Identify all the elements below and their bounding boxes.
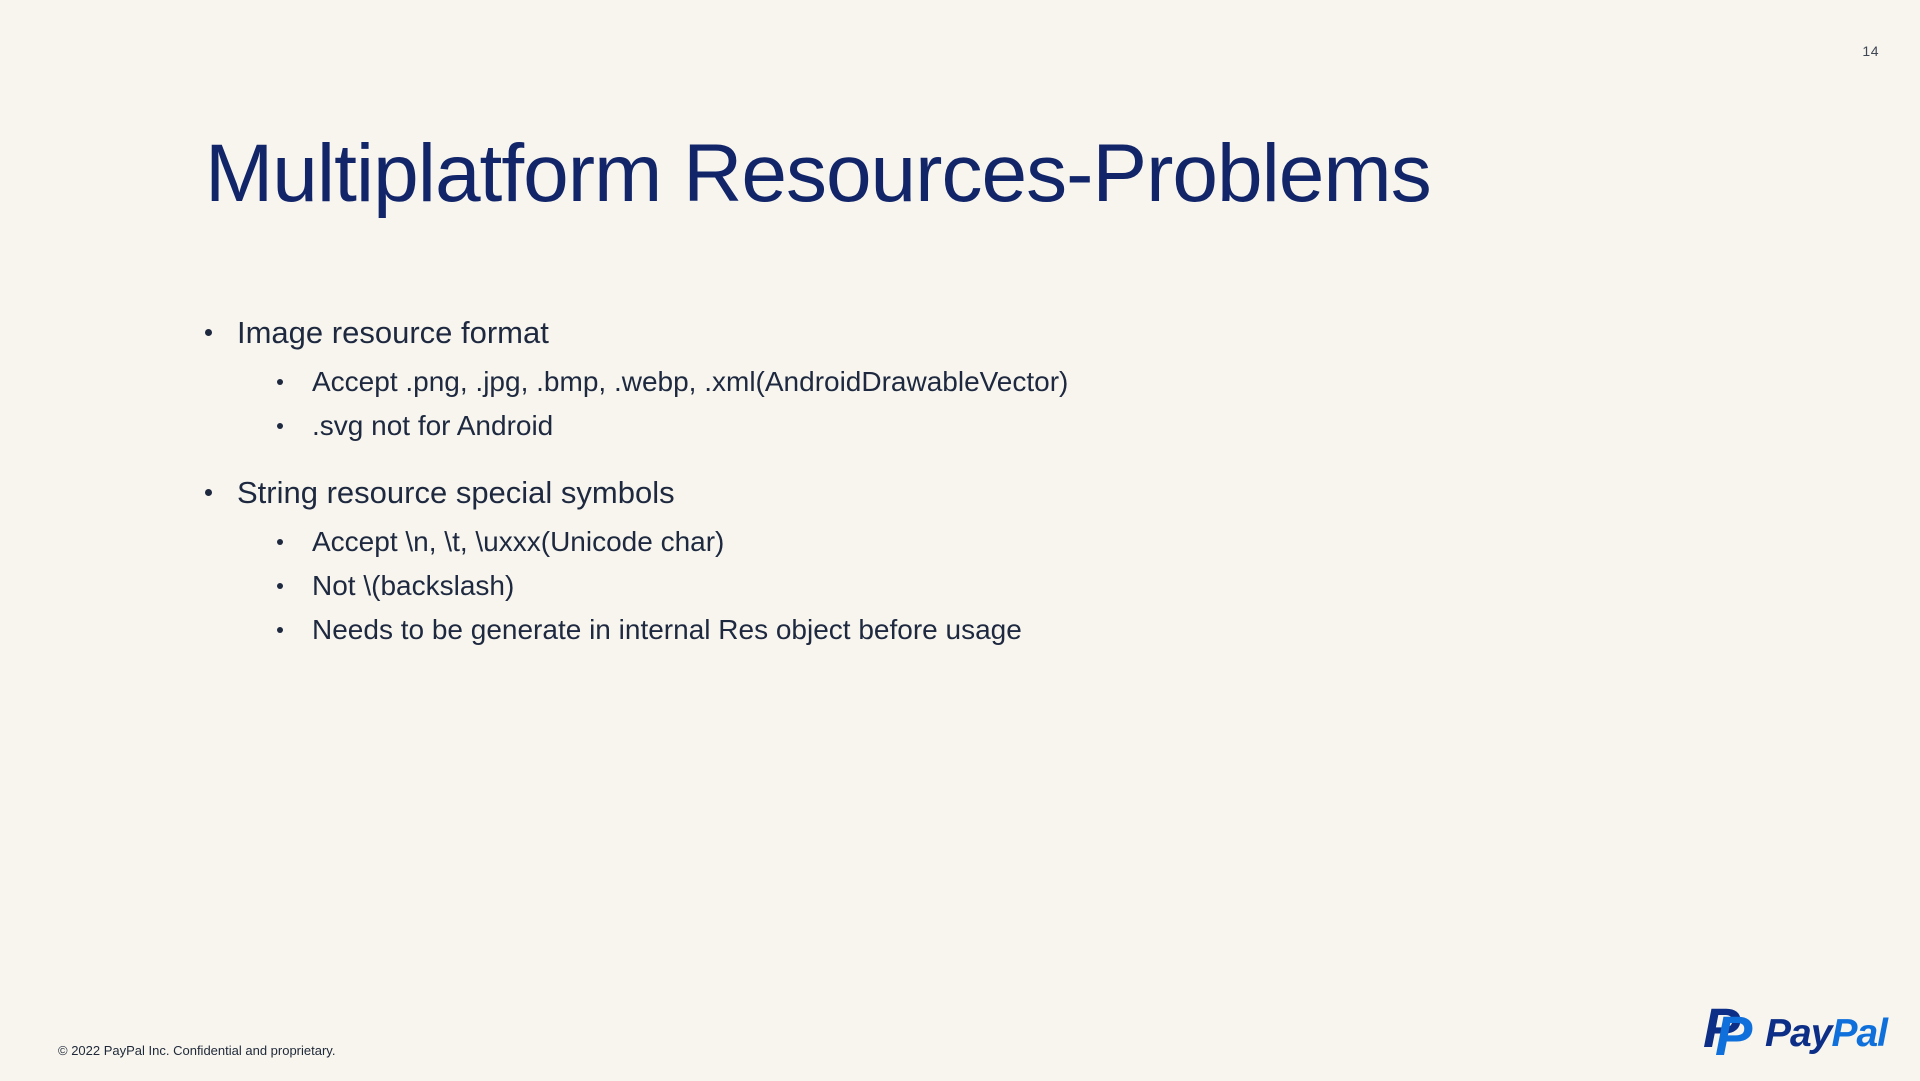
bullet-text: Accept .png, .jpg, .bmp, .webp, .xml(And… — [312, 366, 1069, 397]
page-number: 14 — [1862, 43, 1879, 59]
paypal-monogram-icon: P P — [1703, 996, 1759, 1067]
bullet-text: String resource special symbols — [237, 475, 675, 510]
paypal-wordmark-pal: Pal — [1831, 1012, 1888, 1055]
slide-title: Multiplatform Resources-Problems — [205, 128, 1432, 219]
paypal-wordmark-pay: Pay — [1765, 1012, 1832, 1055]
paypal-wordmark: PayPal — [1765, 1012, 1888, 1055]
bullet-text: Image resource format — [237, 315, 549, 350]
paypal-monogram-front-p: P — [1715, 1004, 1753, 1067]
sub-bullet-item: Accept \n, \t, \uxxx(Unicode char) — [205, 520, 1505, 564]
bullet-text: Not \(backslash) — [312, 570, 515, 601]
bullet-item: Image resource format — [205, 312, 1505, 354]
bullet-dot — [277, 539, 283, 545]
sub-bullet-item: Not \(backslash) — [205, 564, 1505, 608]
bullet-dot — [205, 329, 212, 336]
paypal-logo: P P PayPal — [1703, 996, 1888, 1067]
bullet-text: Accept \n, \t, \uxxx(Unicode char) — [312, 526, 725, 557]
bullet-dot — [277, 627, 283, 633]
footer-copyright: © 2022 PayPal Inc. Confidential and prop… — [58, 1043, 336, 1058]
sub-bullet-item: Accept .png, .jpg, .bmp, .webp, .xml(And… — [205, 360, 1505, 404]
sub-bullet-item: .svg not for Android — [205, 404, 1505, 448]
sub-bullet-item: Needs to be generate in internal Res obj… — [205, 608, 1505, 652]
bullet-dot — [277, 423, 283, 429]
bullet-text: .svg not for Android — [312, 410, 554, 441]
paypal-monogram-back-p: P — [1703, 996, 1741, 1059]
bullet-text: Needs to be generate in internal Res obj… — [312, 614, 1022, 645]
bullet-dot — [277, 379, 283, 385]
bullet-item: String resource special symbols — [205, 472, 1505, 514]
bullet-dot — [277, 583, 283, 589]
bullet-dot — [205, 489, 212, 496]
